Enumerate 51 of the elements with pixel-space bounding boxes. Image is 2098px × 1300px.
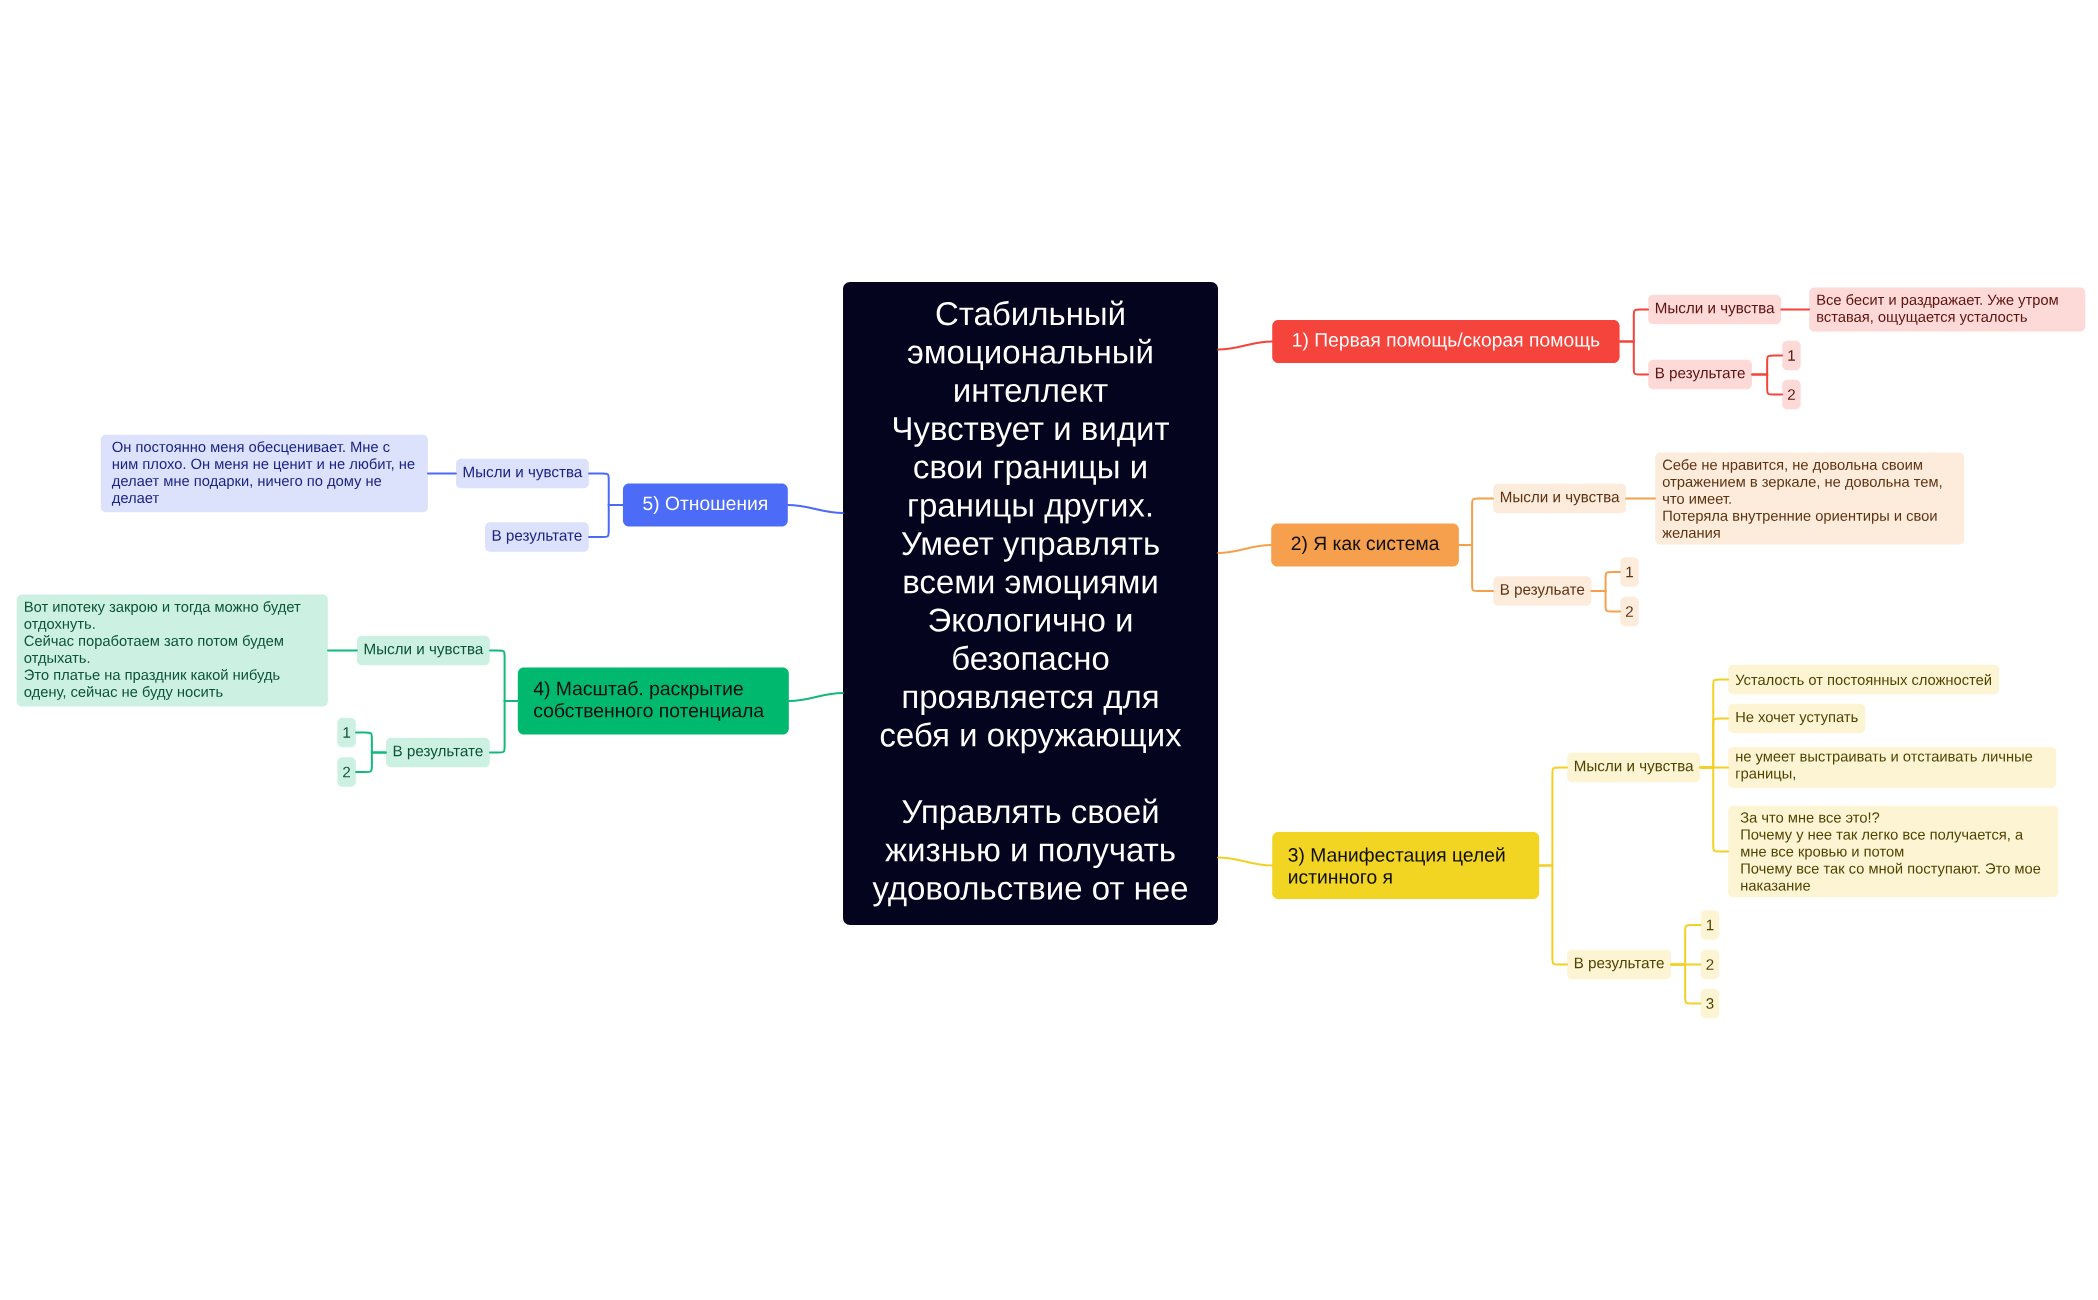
- subtopic-box: В результате: [386, 737, 490, 768]
- branch-line: [588, 504, 624, 538]
- number-box: 1: [1620, 557, 1639, 587]
- number-box: 3: [1700, 988, 1720, 1019]
- branch-line: [1618, 340, 1649, 376]
- note-box: Он постоянно меня обесценивает. Мне с ним плохо. Он меня не ценит и не любит, не делает мне подарки, ничего по дому не делает: [100, 434, 428, 513]
- branch-line: [1217, 544, 1272, 554]
- topic-box: 3) Манифестация целей истинного я: [1272, 832, 1540, 899]
- note-box: Усталость от постоянных сложностей: [1728, 664, 2000, 695]
- subtopic-box: Мысли и чувства: [1493, 483, 1627, 514]
- number-box: 1: [1700, 910, 1720, 940]
- branch-line: [1217, 340, 1273, 351]
- branch-line: [489, 700, 519, 754]
- branch-line: [1670, 963, 1702, 1005]
- branch-line: [1780, 308, 1810, 311]
- number-box: 2: [337, 757, 356, 787]
- subtopic-box: Мысли и чувства: [1648, 294, 1782, 325]
- topic-box: 1) Первая помощь/скорая помощь: [1272, 320, 1620, 363]
- subtopic-box: В результате: [485, 522, 589, 552]
- subtopic-box: Мысли и чувства: [456, 458, 589, 489]
- note-box: Все бесит и раздражает. Уже утром вставая, ощущается усталость: [1809, 287, 2086, 332]
- subtopic-box: В результате: [1648, 359, 1752, 390]
- branch-line: [788, 692, 844, 702]
- number-box: 2: [1782, 379, 1801, 410]
- branch-line: [1590, 590, 1621, 613]
- subtopic-box: В резульате: [1493, 576, 1592, 606]
- topic-box: 2) Я как система: [1271, 523, 1459, 567]
- subtopic-box: Мысли и чувства: [1567, 752, 1701, 783]
- note-box: За что мне все это!? Почему у нее так легко все получается, а мне все кровью и потом Почему все так со мной поступают. Это мое наказание: [1728, 805, 2059, 898]
- branch-line: [1751, 373, 1783, 396]
- branch-line: [1625, 497, 1656, 500]
- branch-line: [1217, 856, 1273, 867]
- subtopic-box: Мысли и чувства: [357, 635, 490, 666]
- branch-line: [1538, 864, 1568, 966]
- note-box: Не хочет уступать: [1728, 703, 1866, 734]
- branch-line: [1699, 766, 1729, 853]
- topic-box: 5) Отношения: [622, 483, 788, 527]
- central-topic-box: Стабильный эмоциональный интеллект Чувствует и видит свои границы и границы других. Умеет управлять всеми эмоциями Экологично и безопасно проявляется для себя и окружающих Управлять своей жизнью и получать удовольствие от нее: [843, 282, 1218, 925]
- number-box: 1: [1782, 340, 1801, 371]
- branch-line: [787, 504, 844, 514]
- number-box: 1: [337, 717, 356, 748]
- subtopic-box: В результате: [1567, 949, 1671, 980]
- note-box: Вот ипотеку закрою и тогда можно будет отдохнуть. Сейчас поработаем зато потом будем отдыхать. Это платье на праздник какой нибудь одену, сейчас не буду носить: [16, 594, 328, 707]
- branch-line: [355, 751, 387, 773]
- branch-line: [327, 649, 358, 652]
- number-box: 2: [1620, 596, 1639, 627]
- number-box: 2: [1700, 949, 1720, 980]
- topic-box: 4) Масштаб. раскрытие собственного потенциала: [517, 667, 789, 735]
- note-box: Себе не нравится, не довольна своим отражением в зеркале, не довольна тем, что имеет. Потеряла внутренние ориентиры и свои желания: [1655, 452, 1965, 545]
- branch-line: [427, 472, 457, 475]
- note-box: не умеет выстраивать и отстаивать личные границы,: [1728, 747, 2057, 788]
